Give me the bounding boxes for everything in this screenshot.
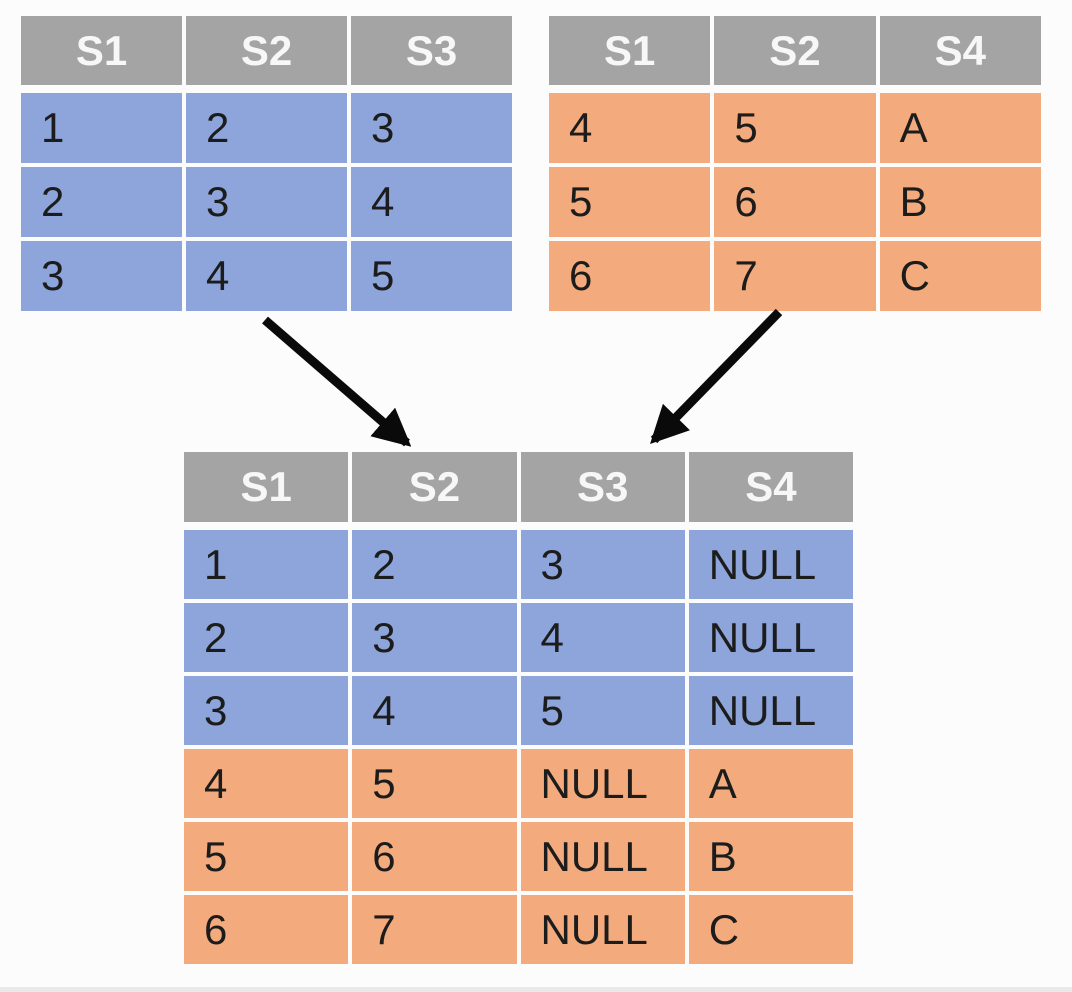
source-table-right: S1 S2 S4 4 5 A 5 6 B 6 7 C <box>549 16 1041 311</box>
table-cell: 4 <box>549 93 711 163</box>
column-header: S3 <box>351 16 512 85</box>
table-cell: B <box>688 822 853 891</box>
table-cell: 2 <box>21 167 182 237</box>
table-cell: NULL <box>520 822 685 891</box>
table-cell: 4 <box>352 676 517 745</box>
column-header: S1 <box>549 16 711 85</box>
table-cell: 5 <box>351 241 512 311</box>
table-cell: B <box>879 167 1041 237</box>
column-header: S2 <box>352 452 517 522</box>
table-row: 4 5 NULL A <box>184 749 853 818</box>
table-cell: NULL <box>520 895 685 964</box>
table-cell: 3 <box>352 603 517 672</box>
table-cell: 2 <box>352 530 517 599</box>
table-cell: 5 <box>520 676 685 745</box>
table-cell: 3 <box>184 676 349 745</box>
table-header-row: S1 S2 S3 <box>21 16 512 85</box>
table-cell: 2 <box>186 93 347 163</box>
table-cell: 5 <box>549 167 711 237</box>
table-cell: 7 <box>714 241 876 311</box>
column-header: S2 <box>714 16 876 85</box>
table-cell: NULL <box>688 603 853 672</box>
column-header: S4 <box>688 452 853 522</box>
table-row: 3 4 5 NULL <box>184 676 853 745</box>
table-cell: 6 <box>549 241 711 311</box>
table-cell: 6 <box>352 822 517 891</box>
table-row: 6 7 C <box>549 241 1041 311</box>
table-cell: 1 <box>184 530 349 599</box>
merge-arrow-left-icon <box>262 316 412 447</box>
table-row: 4 5 A <box>549 93 1041 163</box>
table-cell: A <box>688 749 853 818</box>
table-cell: 2 <box>184 603 349 672</box>
table-row: 2 3 4 <box>21 167 512 237</box>
source-table-left: S1 S2 S3 1 2 3 2 3 4 3 4 5 <box>21 16 512 311</box>
table-cell: C <box>688 895 853 964</box>
table-cell: 3 <box>186 167 347 237</box>
table-cell: 4 <box>184 749 349 818</box>
result-table: S1 S2 S3 S4 1 2 3 NULL 2 3 4 NULL 3 4 5 … <box>184 452 853 964</box>
column-header: S1 <box>184 452 349 522</box>
table-cell: 5 <box>714 93 876 163</box>
table-cell: C <box>879 241 1041 311</box>
table-row: 6 7 NULL C <box>184 895 853 964</box>
table-header-row: S1 S2 S4 <box>549 16 1041 85</box>
table-cell: 3 <box>351 93 512 163</box>
table-cell: 1 <box>21 93 182 163</box>
table-header-row: S1 S2 S3 S4 <box>184 452 853 522</box>
table-row: 1 2 3 NULL <box>184 530 853 599</box>
table-cell: NULL <box>520 749 685 818</box>
table-row: 3 4 5 <box>21 241 512 311</box>
bottom-edge-shadow <box>0 987 1072 992</box>
table-cell: 4 <box>351 167 512 237</box>
table-row: 2 3 4 NULL <box>184 603 853 672</box>
table-cell: 6 <box>184 895 349 964</box>
table-cell: 4 <box>186 241 347 311</box>
column-header: S2 <box>186 16 347 85</box>
column-header: S3 <box>520 452 685 522</box>
table-cell: 5 <box>184 822 349 891</box>
column-header: S4 <box>879 16 1041 85</box>
column-header: S1 <box>21 16 182 85</box>
table-cell: 3 <box>21 241 182 311</box>
table-cell: NULL <box>688 530 853 599</box>
table-row: 5 6 B <box>549 167 1041 237</box>
merge-arrow-right-icon <box>650 308 783 445</box>
table-cell: 5 <box>352 749 517 818</box>
table-cell: 6 <box>714 167 876 237</box>
table-row: 5 6 NULL B <box>184 822 853 891</box>
table-cell: 7 <box>352 895 517 964</box>
table-cell: 4 <box>520 603 685 672</box>
table-cell: NULL <box>688 676 853 745</box>
table-cell: 3 <box>520 530 685 599</box>
table-cell: A <box>879 93 1041 163</box>
table-row: 1 2 3 <box>21 93 512 163</box>
